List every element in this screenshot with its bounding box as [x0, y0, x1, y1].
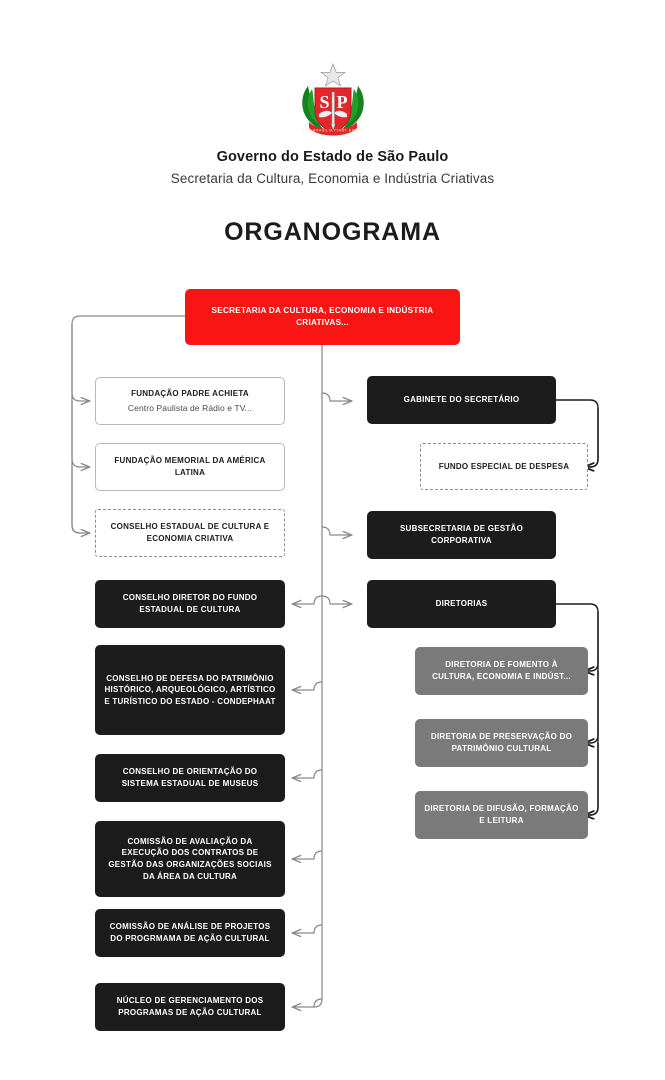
node-conselho-orientacao-museus[interactable]: CONSELHO DE ORIENTAÇÃO DO SISTEMA ESTADU… [95, 754, 285, 802]
svg-text:S: S [319, 92, 329, 112]
node-diretoria-fomento-cultura[interactable]: DIRETORIA DE FOMENTO À CULTURA, ECONOMIA… [415, 647, 588, 695]
page-title: ORGANOGRAMA [224, 217, 441, 246]
wire-to-gabinete [321, 392, 353, 401]
node-label: DIRETORIA DE DIFUSÃO, FORMAÇÃO E LEITURA [424, 804, 579, 825]
node-label: SECRETARIA DA CULTURA, ECONOMIA E INDÚST… [211, 306, 434, 327]
node-conselho-estadual-cultura[interactable]: CONSELHO ESTADUAL DE CULTURA E ECONOMIA … [95, 509, 285, 557]
node-label: CONSELHO DE DEFESA DO PATRIMÔNIO HISTÓRI… [104, 673, 276, 706]
node-nucleo-gerenciamento-programas[interactable]: NÚCLEO DE GERENCIAMENTO DOS PROGRAMAS DE… [95, 983, 285, 1031]
node-label: DIRETORIA DE FOMENTO À CULTURA, ECONOMIA… [432, 660, 571, 681]
wire-to-fundacao-memorial [71, 400, 91, 467]
government-title: Governo do Estado de São Paulo [216, 149, 449, 165]
node-label: FUNDAÇÃO PADRE ACHIETA [131, 389, 249, 399]
wire-to-fundacao-achieta [71, 323, 91, 401]
node-label: COMISSÃO DE AVALIAÇÃO DA EXECUÇÃO DOS CO… [108, 836, 272, 881]
node-fundacao-memorial-america-latina[interactable]: FUNDAÇÃO MEMORIAL DA AMÉRICA LATINA [95, 443, 285, 491]
wire-to-diretorias [321, 595, 353, 604]
wire-to-conselho-museus [291, 769, 323, 778]
node-label: FUNDAÇÃO MEMORIAL DA AMÉRICA LATINA [114, 456, 266, 477]
node-fundacao-padre-achieta[interactable]: FUNDAÇÃO PADRE ACHIETA Centro Paulista d… [95, 377, 285, 425]
node-label: CONSELHO DE ORIENTAÇÃO DO SISTEMA ESTADU… [121, 767, 259, 788]
node-diretoria-preservacao-patrimonio[interactable]: DIRETORIA DE PRESERVAÇÃO DO PATRIMÔNIO C… [415, 719, 588, 767]
government-subtitle: Secretaria da Cultura, Economia e Indúst… [170, 170, 495, 186]
node-label: SUBSECRETARIA DE GESTÃO CORPORATIVA [399, 524, 524, 545]
wire-to-comissao-analise [291, 924, 323, 933]
wire-diretorias-branch [555, 603, 599, 816]
wire-to-nucleo-gerenciamento [291, 998, 323, 1007]
node-label: DIRETORIA DE PRESERVAÇÃO DO PATRIMÔNIO C… [430, 732, 573, 753]
wire-to-subsecretaria [321, 526, 353, 535]
wire-to-condephaat [291, 681, 323, 690]
node-subsecretaria-gestao-corporativa[interactable]: SUBSECRETARIA DE GESTÃO CORPORATIVA [367, 511, 556, 559]
node-label: GABINETE DO SECRETÁRIO [403, 395, 520, 405]
wire-to-comissao-avaliacao [291, 850, 323, 859]
node-diretorias[interactable]: DIRETORIAS [367, 580, 556, 628]
node-diretoria-difusao-formacao-leitura[interactable]: DIRETORIA DE DIFUSÃO, FORMAÇÃO E LEITURA [415, 791, 588, 839]
node-conselho-diretor-fundo-estadual[interactable]: CONSELHO DIRETOR DO FUNDO ESTADUAL DE CU… [95, 580, 285, 628]
node-label: NÚCLEO DE GERENCIAMENTO DOS PROGRAMAS DE… [116, 996, 264, 1017]
node-fundo-especial-de-despesa[interactable]: FUNDO ESPECIAL DE DESPESA [420, 443, 588, 490]
node-comissao-analise-projetos[interactable]: COMISSÃO DE ANÁLISE DE PROJETOS DO PROGR… [95, 909, 285, 957]
node-label: FUNDO ESPECIAL DE DESPESA [438, 461, 570, 471]
sao-paulo-coat-of-arms-icon: S P PRO BRASILIA FIANT EXIMIA [302, 63, 364, 136]
page-header: S P PRO BRASILIA FIANT EXIMIA Governo do… [0, 62, 665, 247]
wire-center-trunk [313, 344, 323, 1008]
node-label: CONSELHO ESTADUAL DE CULTURA E ECONOMIA … [110, 522, 270, 543]
svg-text:PRO BRASILIA FIANT EXIMIA: PRO BRASILIA FIANT EXIMIA [302, 129, 364, 133]
node-secretaria-root[interactable]: SECRETARIA DA CULTURA, ECONOMIA E INDÚST… [185, 289, 460, 345]
node-sublabel: Centro Paulista de Rádio e TV... [127, 402, 253, 413]
node-label: COMISSÃO DE ANÁLISE DE PROJETOS DO PROGR… [109, 922, 271, 943]
node-comissao-avaliacao-contratos[interactable]: COMISSÃO DE AVALIAÇÃO DA EXECUÇÃO DOS CO… [95, 821, 285, 897]
node-gabinete-do-secretario[interactable]: GABINETE DO SECRETÁRIO [367, 376, 556, 424]
node-condephaat[interactable]: CONSELHO DE DEFESA DO PATRIMÔNIO HISTÓRI… [95, 645, 285, 735]
wire-to-conselho-estadual [71, 466, 91, 533]
node-label: CONSELHO DIRETOR DO FUNDO ESTADUAL DE CU… [122, 593, 258, 614]
svg-text:P: P [336, 92, 347, 112]
node-label: DIRETORIAS [435, 599, 488, 609]
wire-to-conselho-diretor [291, 595, 323, 604]
